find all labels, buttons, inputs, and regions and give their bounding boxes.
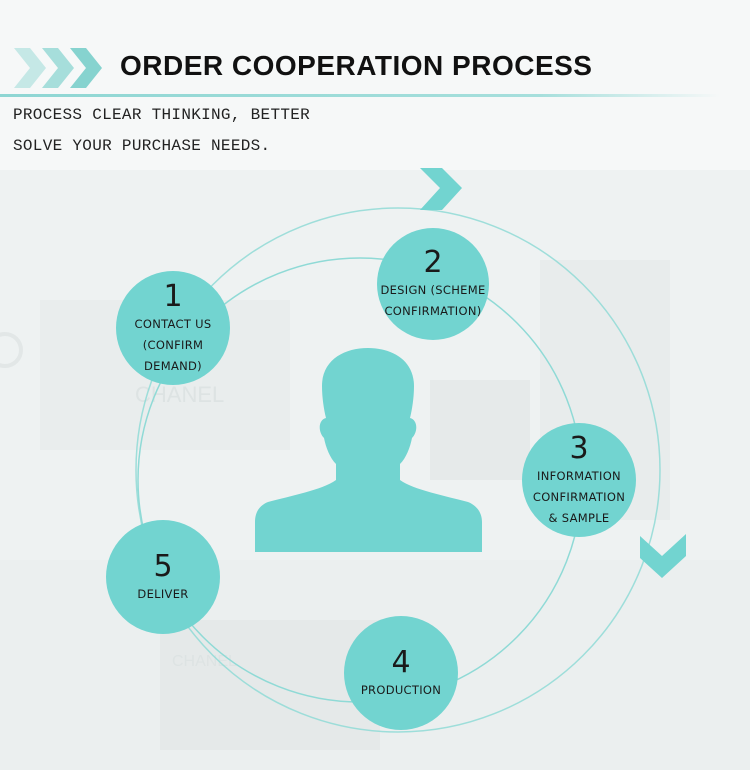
step-4-label: PRODUCTION — [360, 682, 442, 697]
chevron-right-icon — [420, 168, 462, 210]
page-title: ORDER COOPERATION PROCESS — [120, 50, 593, 81]
step-1-number: 1 — [163, 278, 183, 314]
step-3-node: 3 INFORMATION CONFIRMATION & SAMPLE — [522, 423, 636, 537]
subtitle-line-2: SOLVE YOUR PURCHASE NEEDS. — [13, 137, 271, 155]
step-3-label: INFORMATION CONFIRMATION & SAMPLE — [532, 468, 626, 525]
step-4-number: 4 — [391, 644, 411, 680]
step-2-label: DESIGN (SCHEME CONFIRMATION) — [380, 283, 486, 318]
step-1-node: 1 CONTACT US (CONFIRM DEMAND) — [116, 271, 230, 385]
outer-ring — [135, 207, 661, 733]
triple-chevron-icon — [14, 48, 102, 88]
step-5-node: 5 DELIVER — [106, 520, 220, 634]
step-5-number: 5 — [153, 548, 173, 584]
step-1-label: CONTACT US (CONFIRM DEMAND) — [134, 316, 212, 373]
watermark-chanel-2: CHANEL — [172, 653, 237, 670]
step-2-node: 2 DESIGN (SCHEME CONFIRMATION) — [377, 228, 489, 340]
step-2-number: 2 — [423, 245, 443, 280]
chevron-down-icon — [640, 534, 686, 578]
header: ORDER COOPERATION PROCESS — [0, 40, 750, 100]
step-5-label: DELIVER — [137, 586, 189, 601]
person-silhouette-icon — [255, 348, 482, 552]
step-4-node: 4 PRODUCTION — [344, 616, 458, 730]
title-underline — [0, 94, 720, 97]
subtitle-line-1: PROCESS CLEAR THINKING, BETTER — [13, 106, 311, 124]
step-3-number: 3 — [569, 430, 589, 466]
